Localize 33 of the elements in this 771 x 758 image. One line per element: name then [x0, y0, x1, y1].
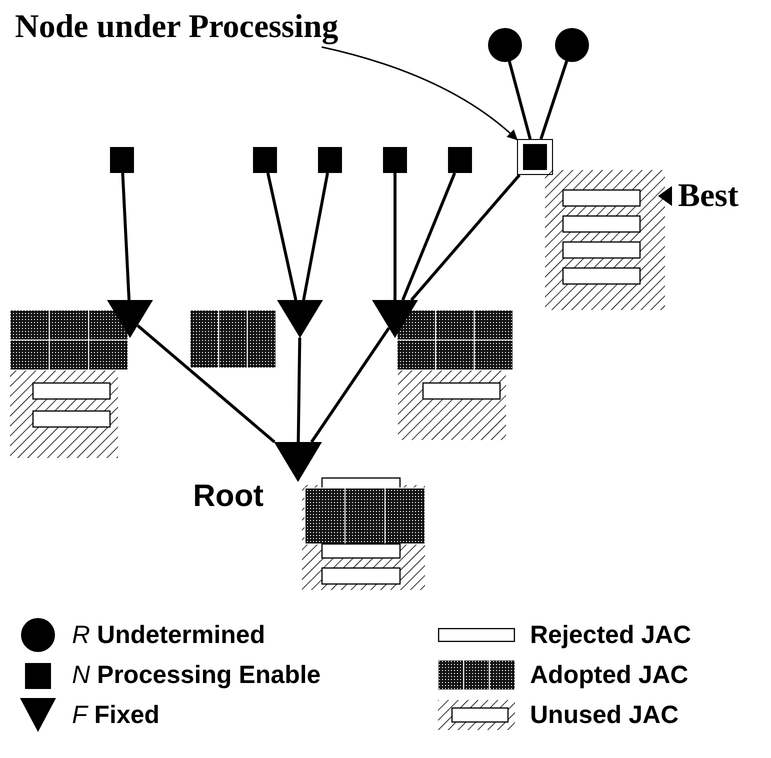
legend-text: Unused JAC [530, 700, 679, 730]
connector-line [121, 172, 131, 300]
connector-line [540, 60, 568, 140]
square-node [383, 147, 407, 173]
circle-node [555, 28, 589, 62]
node-caption: Root [193, 478, 264, 514]
triangle-node [107, 300, 153, 338]
legend-text: R Undetermined [72, 620, 266, 650]
callout-text: Node under Processing [15, 7, 445, 47]
square-node [448, 147, 472, 173]
square-node [253, 147, 277, 173]
connector-line [266, 172, 298, 300]
legend-text: Adopted JAC [530, 660, 688, 690]
legend-text: F Fixed [72, 700, 160, 730]
triangle-node [372, 300, 418, 338]
triangle-node [277, 300, 323, 338]
connector-line [508, 60, 532, 140]
connector-line [394, 173, 396, 300]
connector-line [310, 327, 390, 443]
connector-line [410, 174, 521, 301]
connector-line [401, 172, 456, 301]
legend-text: N Processing Enable [72, 660, 321, 690]
square-node [110, 147, 134, 173]
connector-line [296, 338, 302, 442]
square-node [517, 139, 553, 175]
legend-text: Rejected JAC [530, 620, 692, 650]
square-node [318, 147, 342, 173]
connector-line [302, 172, 330, 300]
triangle-node [274, 442, 322, 482]
circle-node [488, 28, 522, 62]
leader-line [322, 46, 518, 140]
label-text: Best [678, 178, 738, 215]
connector-line [136, 324, 276, 444]
